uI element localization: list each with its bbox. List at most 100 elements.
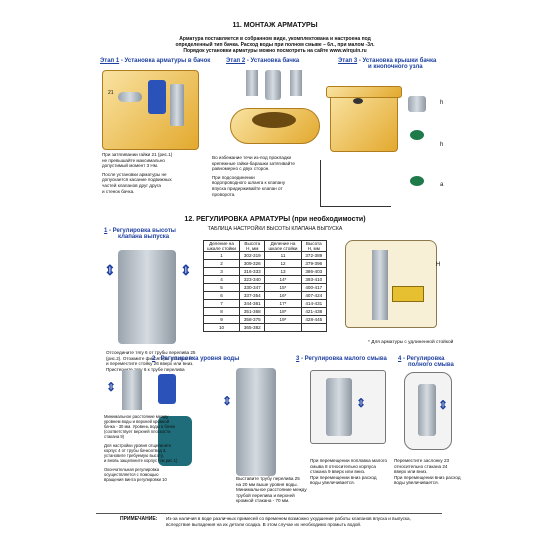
table-cell: 379-396 [300, 259, 328, 268]
table-cell: 3 [202, 267, 241, 276]
stage-1-title: - Установка арматуры в бачок [120, 58, 211, 64]
dimension-a-label: a [440, 182, 444, 188]
note-line: стакана 9 вверх или вниз. [310, 469, 366, 475]
note-line: Для настройки уровня отщелкните [104, 443, 172, 448]
note-line: Переместите заслонку 23 [394, 458, 450, 463]
tank-with-lid [330, 92, 398, 152]
button-nut-green-2 [410, 176, 424, 186]
adjust-3-title: - Регулировка малого смыва [301, 356, 387, 362]
note-line: уровнем воды и верхней кромкой [104, 419, 170, 424]
note-line: на 20 мм выше уровня воды. [236, 481, 298, 487]
table-cell: 330-347 [239, 283, 266, 292]
table-cell: 15* [264, 283, 302, 292]
table-cell: 11 [264, 251, 302, 260]
table-cell: 10 [202, 323, 241, 332]
table-cell: 1 [202, 251, 241, 260]
adjust-2-num: 2 [152, 356, 156, 362]
table-header: Деление на шкале стойки [202, 240, 241, 252]
stage-2-title: - Установка бачка [246, 58, 300, 64]
table-cell: 358-375 [239, 315, 266, 324]
dimension-h-label-2: h [440, 142, 444, 148]
stage-3-title: - Установка крышки бачка [358, 58, 437, 64]
note-line: Из-за наличия в воде различных примесей … [166, 516, 411, 521]
flush-valve [170, 84, 184, 126]
intro-line: определенный тип бачка. Расход воды при … [175, 42, 375, 49]
table-cell: 7 [202, 299, 241, 308]
stage-1-notes: При затягивании гайки 21 (рис.1) не прев… [102, 152, 172, 194]
stage-1-heading: Этап 1 - Установка арматуры в бачок [100, 58, 210, 64]
outlet-nut [118, 92, 142, 102]
adjust-2-heading: 2 - Регулировка уровня воды [152, 356, 239, 362]
table-cell: 344-361 [239, 299, 266, 308]
stage-3-num: Этап 3 [338, 58, 358, 64]
small-flush-float [326, 378, 352, 436]
bolt-left [246, 70, 258, 96]
section-12-title: 12. РЕГУЛИРОВКА АРМАТУРЫ (при необходимо… [184, 216, 366, 223]
note-text: Из-за наличия в воде различных примесей … [166, 516, 411, 527]
tank-outline [345, 240, 437, 328]
note-line: смыва 8 относительно корпуса [310, 463, 376, 469]
table-cell: 5 [202, 283, 241, 292]
note-line: впуска придерживайте клапан от [212, 185, 283, 191]
note-line: Минимальное расстояние между [236, 487, 307, 493]
note-line: равномерно с двух сторон. [212, 166, 270, 172]
table-header-row: Деление на шкале стойки Высота H, мм Дел… [202, 240, 328, 252]
note-line: бачка - 30 мм. Уровень воды в бачке [104, 424, 176, 429]
table-cell: 18* [264, 307, 302, 316]
height-settings-table: Деление на шкале стойки Высота H, мм Дел… [202, 240, 328, 332]
stage-3-title2: и кнопочного узла [368, 64, 423, 70]
note-line: При подсоединении [212, 174, 255, 180]
note-line: После установки арматуры не [102, 171, 167, 177]
note-line: не превышайте максимально [102, 157, 165, 163]
stage-2-num: Этап 2 [226, 58, 246, 64]
note-line: и стенок бачка. [102, 188, 135, 194]
intro-line: Порядок установки арматуры можно посмотр… [183, 48, 367, 55]
table-header: Деление на шкале стойки [264, 240, 302, 252]
note-line: Минимальное расстояние между [104, 414, 169, 419]
note-line: стакана 9) [104, 434, 125, 439]
note-line: При перемещении вниз расход [310, 474, 377, 480]
fill-valve-body [122, 370, 142, 410]
note-line: частей клапанов друг друга [102, 182, 161, 188]
stage-1-num: Этап 1 [100, 58, 120, 64]
note-line: При перемещении вниз расход [394, 474, 461, 480]
adjust-3-notes: При перемещении поплавка малого смыва 8 … [310, 458, 387, 486]
table-header: Высота H, мм [239, 240, 266, 252]
note-line: и переместите стойку 26 вверх или вниз. [106, 361, 194, 367]
bowl-opening [252, 112, 296, 128]
stage-2-heading: Этап 2 - Установка бачка [226, 58, 299, 64]
note-divider [96, 513, 442, 514]
lid-cross-section [320, 160, 391, 207]
adjust-1-notes: Отсоедините тягу 6 от трубы перелива 25 … [106, 350, 195, 372]
adjust-4-heading: 4 - Регулировка полного смыва [398, 356, 454, 368]
table-cell: 337-354 [239, 291, 266, 300]
adjust-1-num: 1 [104, 228, 108, 234]
float-cup [158, 374, 176, 404]
table-cell: 16* [264, 291, 302, 300]
table-cell: 386-403 [300, 267, 328, 276]
stage-3-heading: Этап 3 - Установка крышки бачка и кнопоч… [338, 58, 436, 70]
adjust-2-title: - Регулировка уровня воды [157, 356, 240, 362]
table-cell: 393-410 [300, 275, 328, 284]
note-line: установите требуемую высоту, [104, 453, 164, 458]
adjust-4-title: - Регулировка [403, 356, 445, 362]
note-line: и вновь защелкните корпус (см рис 1) [104, 458, 178, 463]
table-cell: 372-389 [300, 251, 328, 260]
table-cell: 309-326 [239, 259, 266, 268]
note-line: Отсоедините тягу 6 от трубы перелива 25 [106, 350, 196, 355]
overflow-assembly [236, 368, 276, 476]
table-cell: 421-438 [300, 307, 328, 316]
note-label: ПРИМЕЧАНИЕ: [120, 516, 158, 522]
button-nut-green [410, 130, 424, 140]
table-cell: 316-333 [239, 267, 266, 276]
table-cell: 13 [264, 267, 302, 276]
adjust-1-title: - Регулировка высоты [109, 228, 176, 234]
section-11-title: 11. МОНТАЖ АРМАТУРЫ [232, 22, 318, 29]
table-cell: 365-382 [239, 323, 266, 332]
note-line: вследствие выпадения на их детали осадка… [166, 521, 362, 527]
